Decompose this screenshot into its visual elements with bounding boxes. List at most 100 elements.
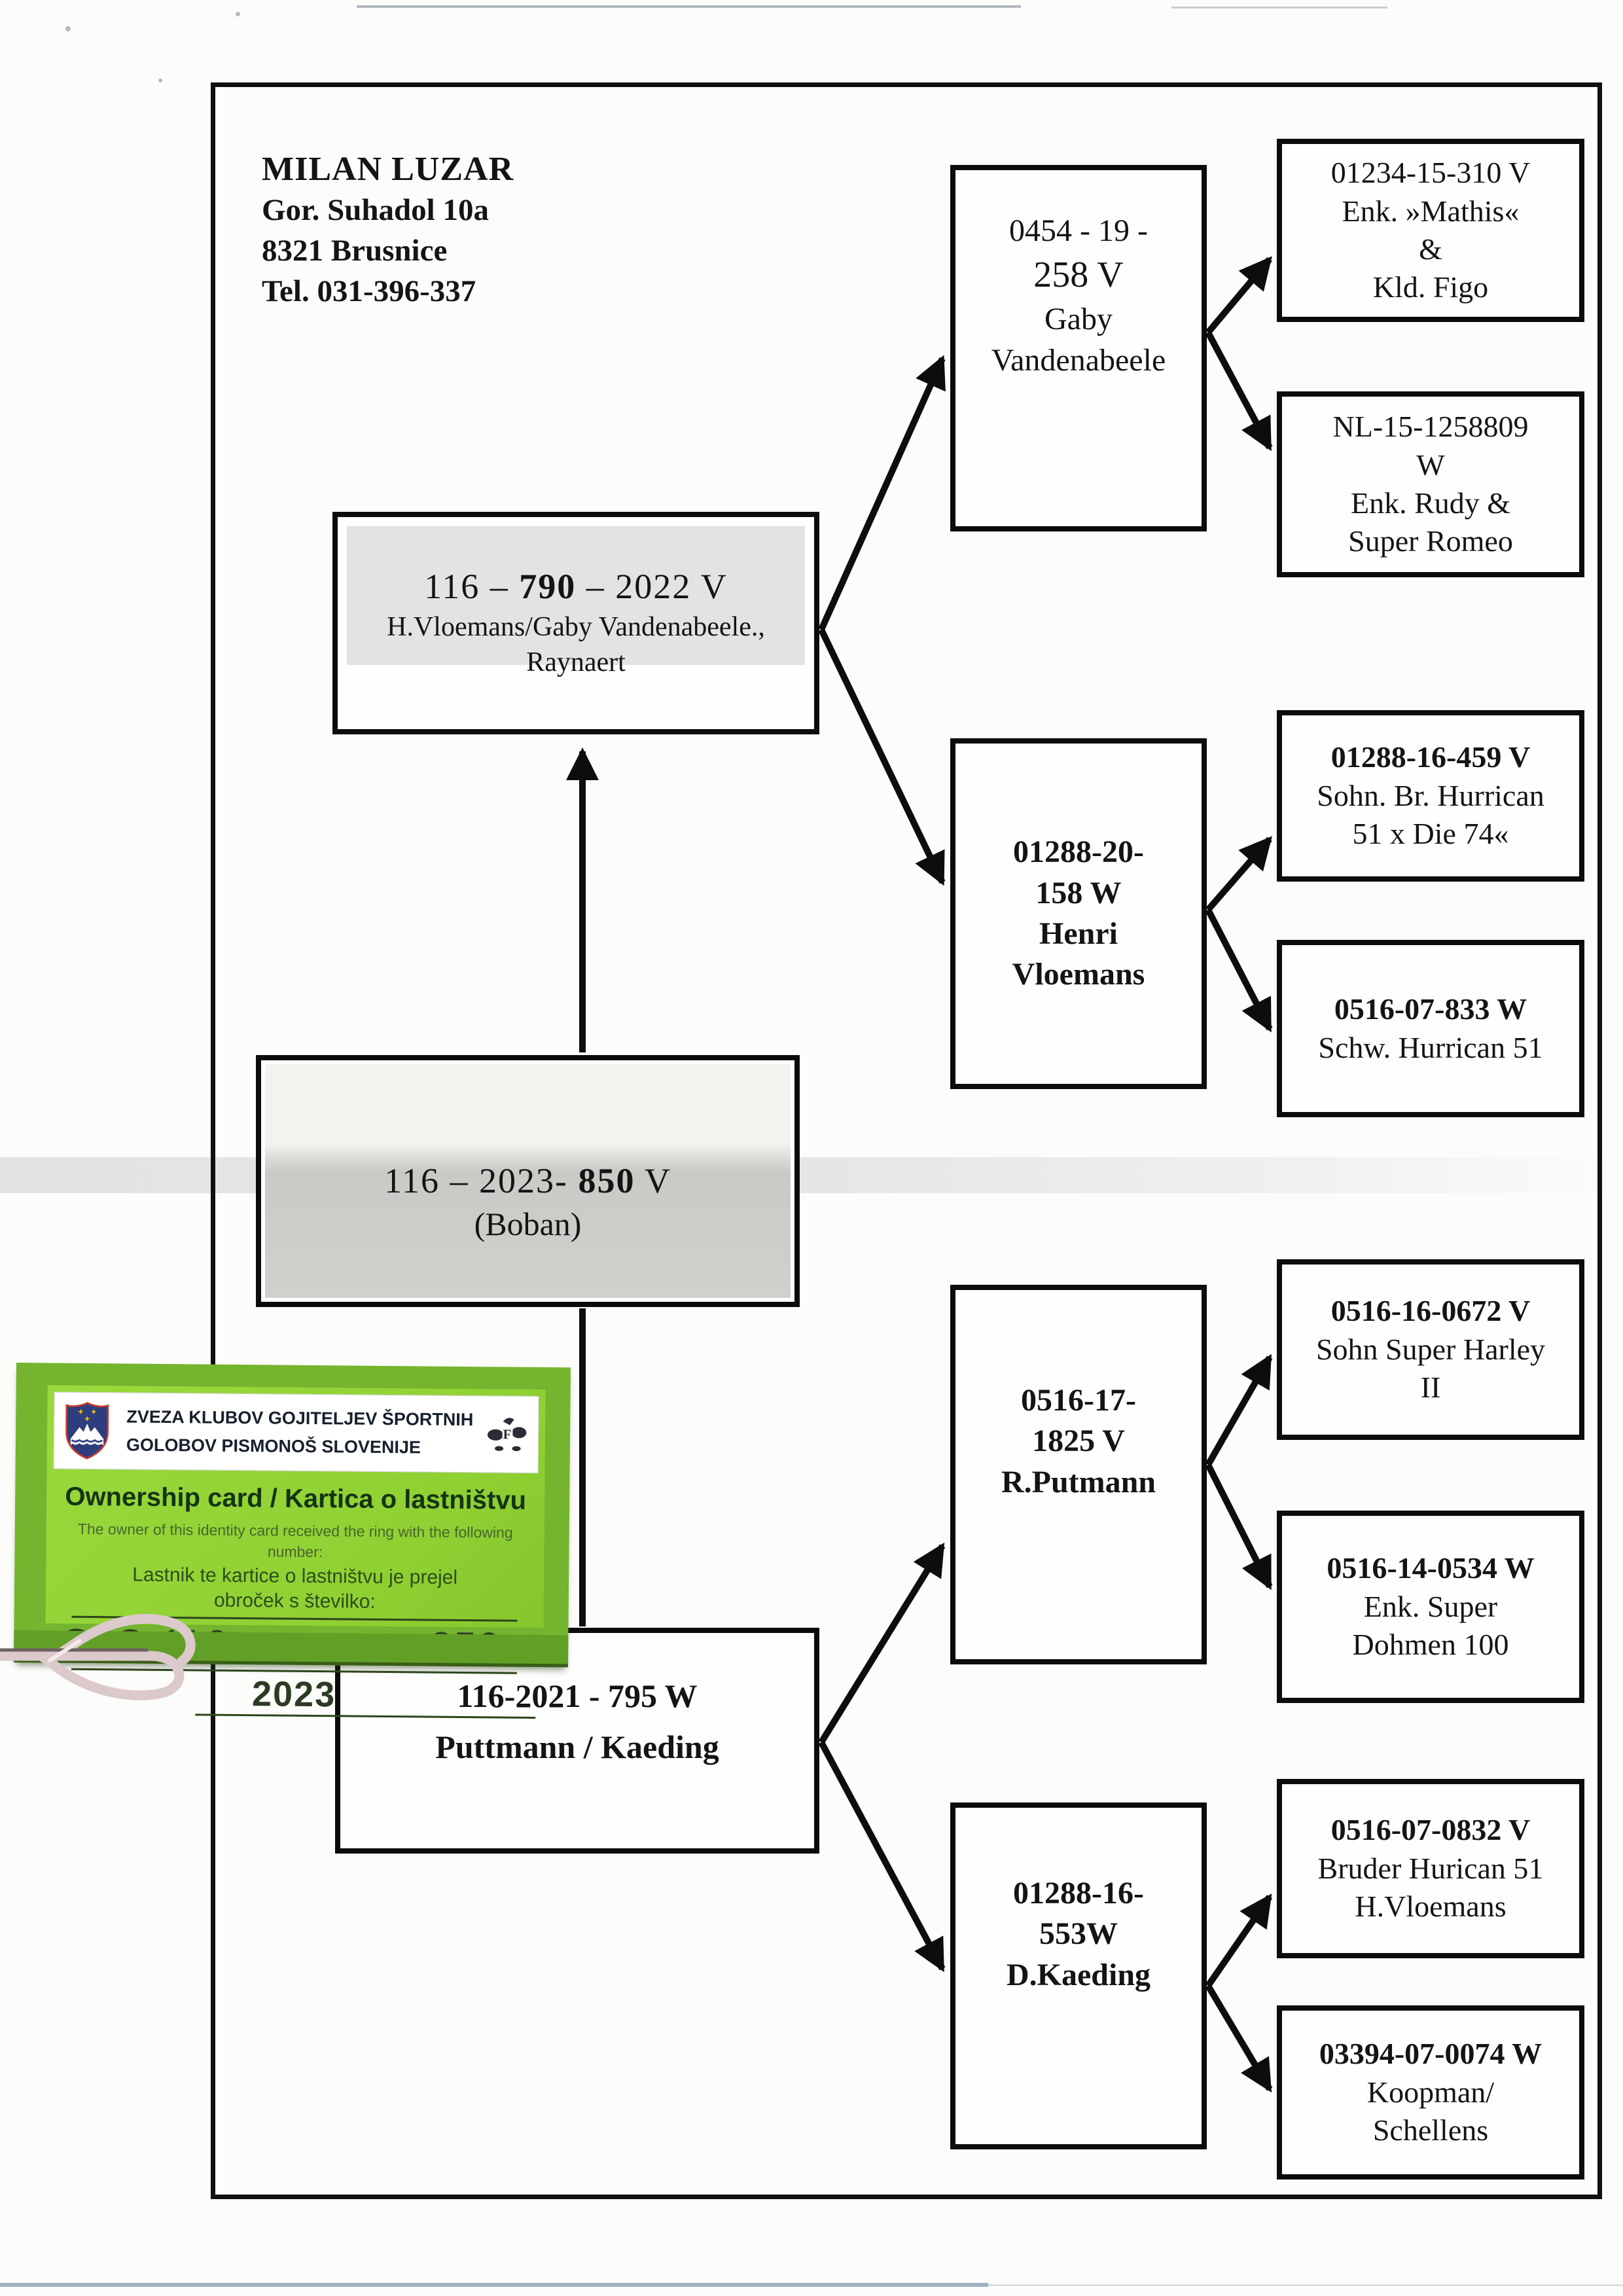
- pigeon-name: Henri: [1039, 916, 1118, 951]
- pedigree-box-fff: 01234-15-310 V Enk. »Mathis« & Kld. Figo: [1277, 139, 1584, 322]
- arrow-ff-to-ffm: [1205, 331, 1273, 452]
- breeder-names: H.Vloemans/Gaby Vandenabeele.,: [387, 611, 765, 642]
- ring-number-2: W: [1416, 448, 1445, 482]
- ring-number: 0516-07-0832 V: [1330, 1813, 1531, 1847]
- pedigree-box-mmf: 0516-07-0832 V Bruder Hurican 51 H.Vloem…: [1277, 1779, 1584, 1958]
- owner-address-line2: 8321 Brusnice: [262, 234, 448, 268]
- ring-number: 0516-16-0672 V: [1330, 1294, 1531, 1328]
- arrow-ff-to-fff: [1205, 256, 1272, 335]
- scan-artifact-bottom-line-2: [988, 2284, 1623, 2286]
- pigeon-name: (Boban): [474, 1205, 582, 1242]
- pedigree-box-fmf: 01288-16-459 V Sohn. Br. Hurrican 51 x D…: [1277, 710, 1584, 882]
- pedigree-outer-frame: [211, 82, 1602, 2199]
- arrow-mm-to-mmm: [1205, 1984, 1273, 2093]
- organization-name: ZVEZA KLUBOV GOJITELJEV ŠPORTNIH GOLOBOV…: [126, 1403, 486, 1462]
- ring-number-2: 258 V: [1033, 255, 1124, 296]
- pigeon-name: Sohn Super Harley: [1315, 1332, 1546, 1366]
- svg-text:F: F: [503, 1427, 512, 1442]
- ring-number: 01288-16-459 V: [1330, 740, 1531, 774]
- ownership-card: ZVEZA KLUBOV GOJITELJEV ŠPORTNIH GOLOBOV…: [14, 1363, 571, 1719]
- arrow-mf-to-mfm: [1205, 1463, 1273, 1590]
- breeder-name: H.Vloemans: [1355, 1890, 1507, 1924]
- scan-artifact-bottom-line: [0, 2283, 988, 2287]
- owner-block: MILAN LUZAR Gor. Suhadol 10a 8321 Brusni…: [262, 149, 514, 312]
- ring-number-2: 1825 V: [1032, 1424, 1125, 1459]
- pigeon-name-2: Kld. Figo: [1372, 270, 1489, 304]
- pedigree-box-mm: 01288-16- 553W D.Kaeding: [950, 1803, 1207, 2149]
- arrow-mf-to-mff: [1205, 1354, 1273, 1467]
- pigeon-name: Enk. Rudy &: [1350, 486, 1511, 520]
- arrow-mother-to-mm: [818, 1740, 946, 1973]
- pedigree-box-mff: 0516-16-0672 V Sohn Super Harley II: [1277, 1259, 1584, 1440]
- ring-number: 116 – 2023- 850 V: [383, 1161, 671, 1200]
- ring-number: 01288-20-: [1013, 834, 1144, 870]
- pedigree-box-subject: 116 – 2023- 850 V (Boban): [256, 1055, 800, 1307]
- pedigree-box-mmm: 03394-07-0074 W Koopman/ Schellens: [1277, 2005, 1584, 2179]
- slovenia-coat-of-arms-icon: [65, 1402, 109, 1460]
- gray-scan-band: [265, 1143, 791, 1298]
- card-header-band: ZVEZA KLUBOV GOJITELJEV ŠPORTNIH GOLOBOV…: [53, 1391, 539, 1473]
- ring-number-2: 158 W: [1035, 875, 1122, 910]
- arrow-mm-to-mmf: [1205, 1893, 1273, 1988]
- club-crest-icon: F: [487, 1418, 527, 1452]
- pigeon-name-2: Vandenabeele: [991, 342, 1166, 378]
- owner-address-line1: Gor. Suhadol 10a: [262, 193, 489, 227]
- scan-artifact-top-line-2: [1171, 7, 1387, 9]
- ring-number-2: 553W: [1039, 1916, 1118, 1952]
- pedigree-box-fm: 01288-20- 158 W Henri Vloemans: [950, 738, 1207, 1089]
- pedigree-box-ffm: NL-15-1258809 W Enk. Rudy & Super Romeo: [1277, 391, 1584, 577]
- pedigree-box-mfm: 0516-14-0534 W Enk. Super Dohmen 100: [1277, 1511, 1584, 1703]
- paper-clip: [0, 1613, 196, 1700]
- card-note-en-line2: number:: [267, 1543, 323, 1561]
- pigeon-name: Gaby: [1044, 302, 1113, 337]
- scan-artifact-top-line: [357, 5, 1021, 8]
- organization-name-line1: ZVEZA KLUBOV GOJITELJEV ŠPORTNIH: [126, 1407, 474, 1429]
- owner-name: MILAN LUZAR: [262, 151, 514, 188]
- scan-speck: [65, 26, 71, 31]
- ring-number: 0516-14-0534 W: [1327, 1551, 1535, 1585]
- breeder-name-2: Schellens: [1372, 2113, 1489, 2147]
- pigeon-name-2: Super Romeo: [1348, 524, 1513, 558]
- pigeon-name: Schw. Hurrican 51: [1318, 1030, 1543, 1064]
- ring-number: 01234-15-310 V: [1330, 156, 1531, 190]
- card-note-en-line1: The owner of this identity card received…: [77, 1520, 513, 1541]
- arrow-mother-to-mf: [818, 1542, 946, 1744]
- pigeon-name: Enk. »Mathis«: [1342, 194, 1520, 228]
- breeder-name: R.Putmann: [1001, 1464, 1156, 1499]
- pigeon-name: Bruder Hurican 51: [1317, 1851, 1544, 1885]
- ring-serial-number: 850: [429, 1624, 502, 1670]
- pigeon-name: Enk. Super: [1363, 1589, 1498, 1623]
- breeder-names-2: Raynaert: [526, 647, 626, 678]
- ring-number: 01288-16-: [1013, 1876, 1144, 1910]
- pigeon-name-2: II: [1420, 1371, 1441, 1405]
- ring-number: 03394-07-0074 W: [1319, 2037, 1543, 2071]
- arrow-father-to-ff: [818, 355, 946, 632]
- pigeon-name: Sohn. Br. Hurrican: [1317, 778, 1544, 812]
- pedigree-box-father: 116 – 790 – 2022 V H.Vloemans/Gaby Vande…: [332, 512, 819, 734]
- ownership-card-panel: ZVEZA KLUBOV GOJITELJEV ŠPORTNIH GOLOBOV…: [45, 1385, 546, 1719]
- pigeon-name-2: 51 x Die 74«: [1352, 817, 1509, 851]
- ring-number: 116 – 790 – 2022 V: [424, 567, 728, 606]
- card-title: Ownership card / Kartica o lastništvu: [65, 1482, 527, 1515]
- ring-number: 0516-17-: [1021, 1383, 1136, 1418]
- organization-name-line2: GOLOBOV PISMONOŠ SLOVENIJE: [126, 1435, 421, 1458]
- ring-number: NL-15-1258809: [1332, 410, 1529, 444]
- owner-phone: Tel. 031-396-337: [262, 274, 476, 308]
- ring-number: 0454 - 19 -: [1009, 213, 1148, 248]
- pedigree-box-mother: 116-2021 - 795 W Puttmann / Kaeding: [335, 1628, 819, 1854]
- pigeon-name-2: Dohmen 100: [1352, 1628, 1509, 1662]
- gray-scan-band: [347, 526, 805, 665]
- arrow-fm-to-fmf: [1205, 836, 1272, 912]
- pedigree-box-ff: 0454 - 19 - 258 V Gaby Vandenabeele: [950, 165, 1207, 531]
- breeder-names: Puttmann / Kaeding: [435, 1728, 719, 1765]
- scan-speck: [236, 12, 240, 16]
- ring-number: 0516-07-833 W: [1334, 992, 1527, 1026]
- breeder-name: D.Kaeding: [1006, 1957, 1151, 1992]
- arrow-father-to-fm: [818, 628, 946, 886]
- pigeon-name-2: Vloemans: [1012, 957, 1145, 992]
- scan-speck: [158, 79, 162, 82]
- ring-number: 116-2021 - 795 W: [457, 1677, 698, 1714]
- arrow-fm-to-fmm: [1205, 908, 1273, 1033]
- ampersand: &: [1419, 232, 1442, 266]
